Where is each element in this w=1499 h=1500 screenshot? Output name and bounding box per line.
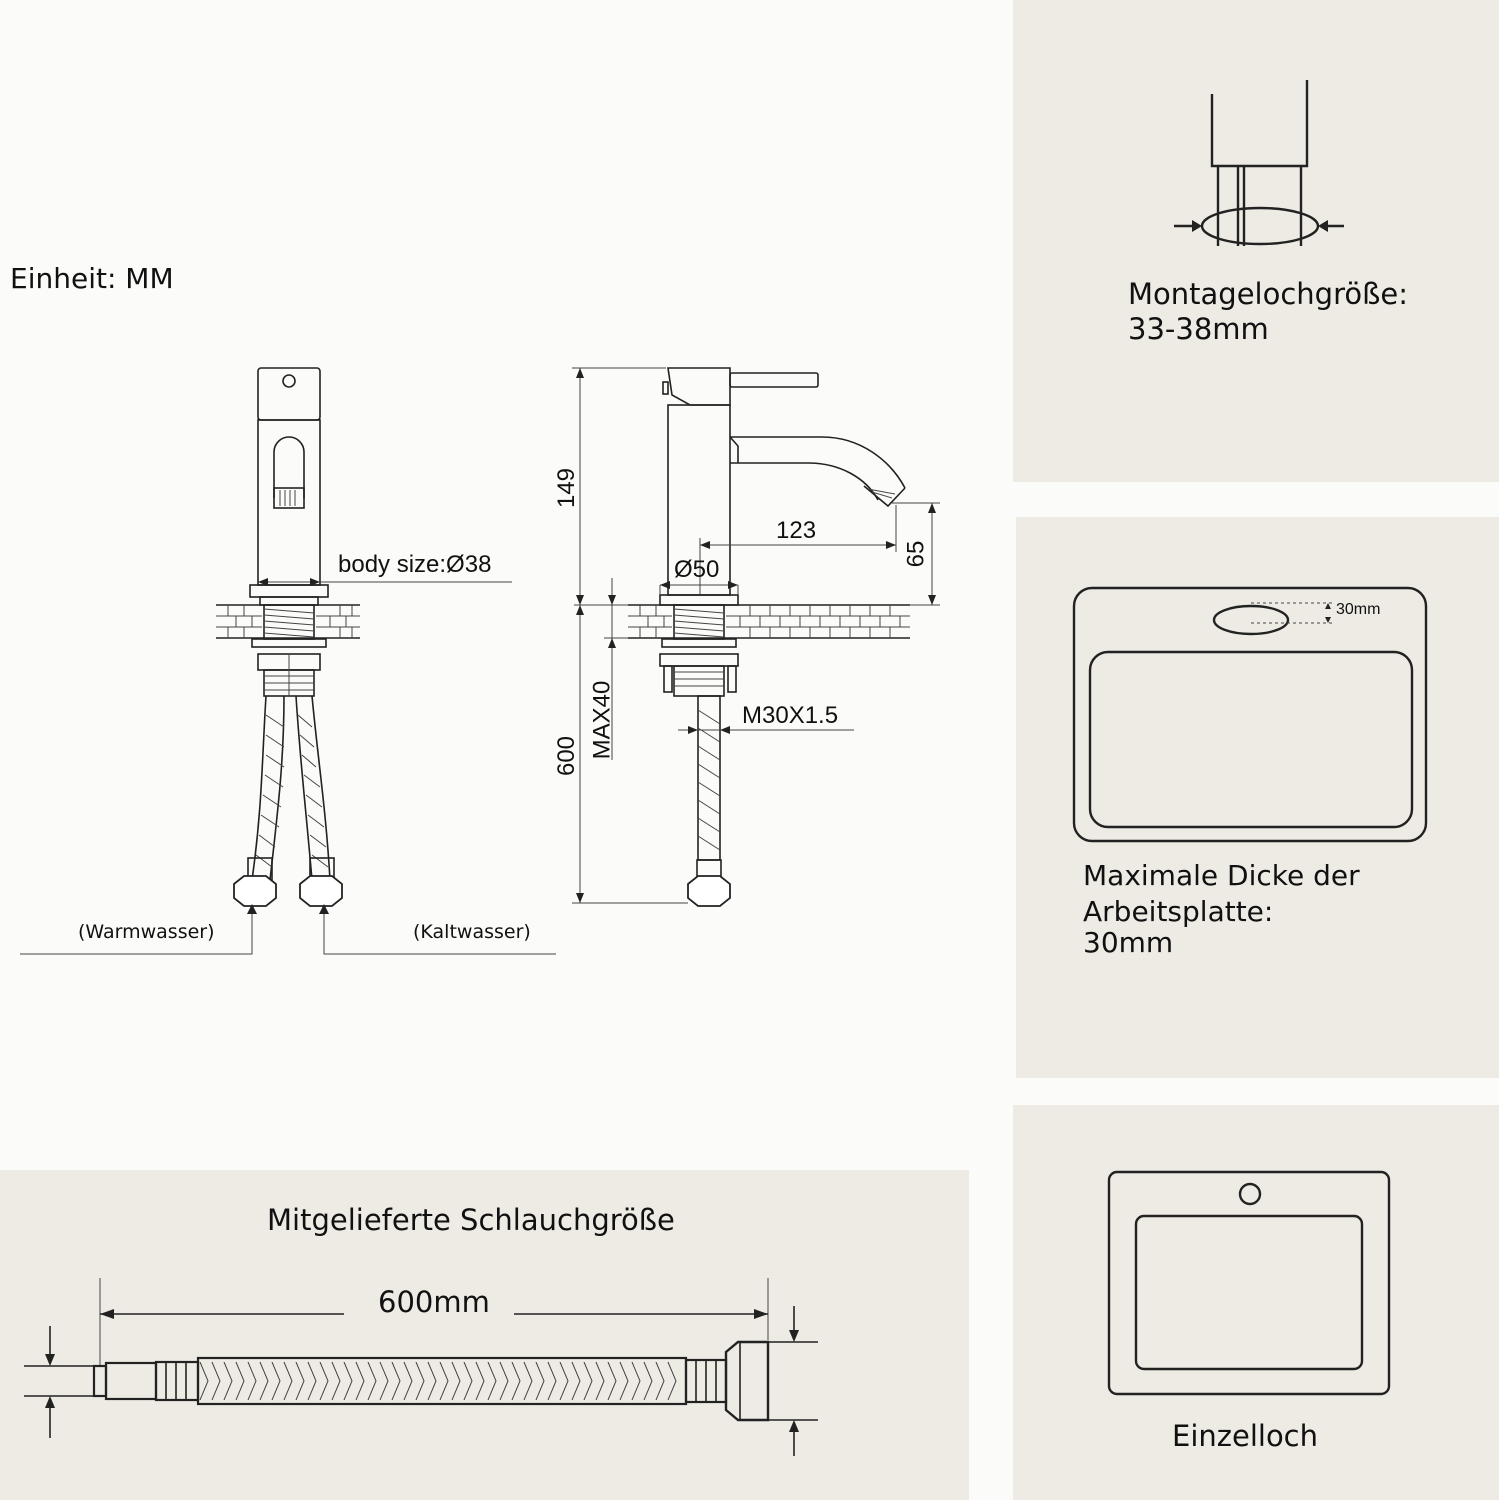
thread-dimension: M30X1.5 (742, 702, 839, 729)
countertop-label-line2: Arbeitsplatte: (1083, 895, 1274, 928)
cold-water-label: (Kaltwasser) (413, 921, 531, 943)
hose-panel (0, 1170, 969, 1500)
warm-water-label: (Warmwasser) (78, 921, 215, 943)
countertop-panel (1016, 517, 1499, 1078)
unit-label: Einheit: MM (10, 262, 174, 295)
single-hole-label: Einzelloch (1172, 1419, 1319, 1453)
countertop-annotation: 30mm (1336, 601, 1381, 618)
mount-hole-panel (1013, 0, 1499, 482)
hose-title: Mitgelieferte Schlauchgröße (267, 1203, 675, 1237)
base-diameter-dimension: Ø50 (674, 556, 720, 583)
body-size-dimension: body size:Ø38 (338, 551, 492, 578)
countertop-label-line1: Maximale Dicke der (1083, 859, 1360, 892)
hose-length-label: 600mm (378, 1285, 490, 1319)
mount-hole-value: 33-38mm (1128, 312, 1269, 346)
reach-dimension: 123 (776, 517, 817, 544)
mount-hole-label: Montagelochgröße: (1128, 277, 1408, 311)
countertop-value: 30mm (1083, 926, 1174, 959)
